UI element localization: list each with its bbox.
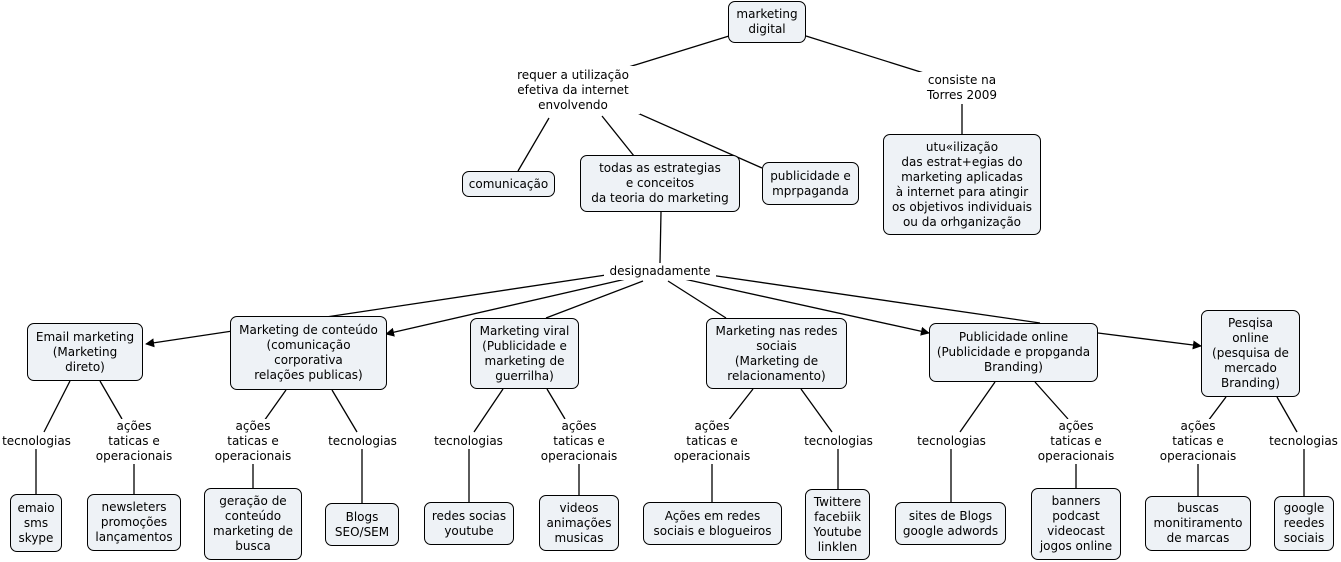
edge-estrategias-designadamente [659, 211, 662, 264]
node-marketing-viral[interactable]: Marketing viral (Publicidade e marketing… [470, 318, 579, 389]
node-redes-acoes[interactable]: Ações em redes sociais e blogueiros [643, 502, 782, 545]
node-comunicacao[interactable]: comunicação [462, 171, 555, 197]
edge-pub-tec [959, 381, 996, 433]
node-publicidade-propaganda[interactable]: publicidade e mprpaganda [762, 162, 859, 205]
edge-conteudo-tec [331, 389, 358, 433]
node-definicao[interactable]: utu«ilização das estrat+egias do marketi… [883, 134, 1041, 235]
link-requer: requer a utilização efetiva da internet … [506, 66, 640, 114]
edge-desig-conteudo [385, 278, 627, 337]
node-marketing-redes[interactable]: Marketing nas redes sociais (Marketing d… [706, 318, 847, 389]
link-redes-acoes: ações taticas e operacionais [670, 419, 754, 464]
edge-email-acoes [99, 380, 123, 420]
link-conteudo-acoes: ações taticas e operacionais [211, 419, 295, 464]
link-pesquisa-acoes: ações taticas e operacionais [1156, 419, 1240, 464]
link-pesquisa-tec: tecnologias [1267, 433, 1340, 449]
node-pub-tecnologias[interactable]: sites de Blogs google adwords [895, 502, 1006, 545]
edge-requer-estrategias [601, 115, 635, 157]
link-pub-acoes: ações taticas e operacionais [1034, 419, 1118, 464]
link-conteudo-tec: tecnologias [326, 433, 399, 449]
edge-pesquisa-acoes [1207, 396, 1227, 422]
node-viral-tecnologias[interactable]: redes socias youtube [424, 502, 514, 545]
link-consiste: consiste na Torres 2009 [914, 72, 1010, 104]
node-email-acoes[interactable]: newsleters promoções lançamentos [87, 494, 181, 551]
edge-redes-acoes [727, 388, 754, 422]
node-redes-tecnologias[interactable]: Twittere facebiik Youtube linklen [805, 489, 870, 560]
link-viral-tec: tecnologias [432, 433, 505, 449]
edge-requer-publicidade [625, 107, 763, 169]
node-email-tecnologias[interactable]: emaio sms skype [10, 494, 62, 552]
edge-desig-email [145, 274, 607, 348]
node-estrategias[interactable]: todas as estrategias e conceitos da teor… [580, 155, 740, 212]
edge-desig-pubonline [683, 278, 930, 336]
node-conteudo-acoes[interactable]: geração de conteúdo marketing de busca [204, 488, 302, 560]
edge-pesquisa-tec [1276, 396, 1298, 433]
node-pesquisa-acoes[interactable]: buscas monitiramento de marcas [1145, 496, 1251, 551]
edge-pubonline-pesquisa [1097, 332, 1202, 350]
link-redes-tec: tecnologias [802, 433, 875, 449]
edge-conteudo-acoes [263, 389, 287, 422]
link-pub-tec: tecnologias [915, 433, 988, 449]
node-pesquisa-tecnologias[interactable]: google reedes sociais [1274, 496, 1334, 551]
edge-desig-pubonline-2 [709, 274, 1041, 324]
edge-redes-tec [800, 388, 833, 433]
node-publicidade-online[interactable]: Publicidade online (Publicidade e propga… [929, 323, 1098, 382]
node-marketing-conteudo[interactable]: Marketing de conteúdo (comunicação corpo… [230, 316, 387, 390]
edge-viral-acoes [546, 388, 566, 420]
edge-pub-acoes [1034, 381, 1069, 420]
edge-email-tec [43, 380, 71, 433]
node-viral-acoes[interactable]: videos animações musicas [539, 495, 619, 551]
link-email-acoes: ações taticas e operacionais [92, 419, 176, 464]
link-designadamente: designadamente [604, 263, 716, 280]
node-pesquisa-online[interactable]: Pesqisa online (pesquisa de mercado Bran… [1201, 310, 1300, 397]
node-pub-acoes[interactable]: banners podcast videocast jogos online [1031, 488, 1121, 560]
edge-root-consiste [805, 35, 928, 75]
node-email-marketing[interactable]: Email marketing (Marketing direto) [27, 323, 143, 381]
edge-desig-redes [667, 280, 727, 319]
node-marketing-digital[interactable]: marketing digital [728, 1, 806, 43]
edge-desig-viral [545, 280, 644, 319]
link-email-tec: tecnologias [0, 433, 73, 449]
edge-viral-tec [473, 388, 504, 433]
link-viral-acoes: ações taticas e operacionais [537, 419, 621, 464]
edge-requer-comunicacao [517, 117, 550, 172]
node-conteudo-tecnologias[interactable]: Blogs SEO/SEM [325, 503, 399, 546]
